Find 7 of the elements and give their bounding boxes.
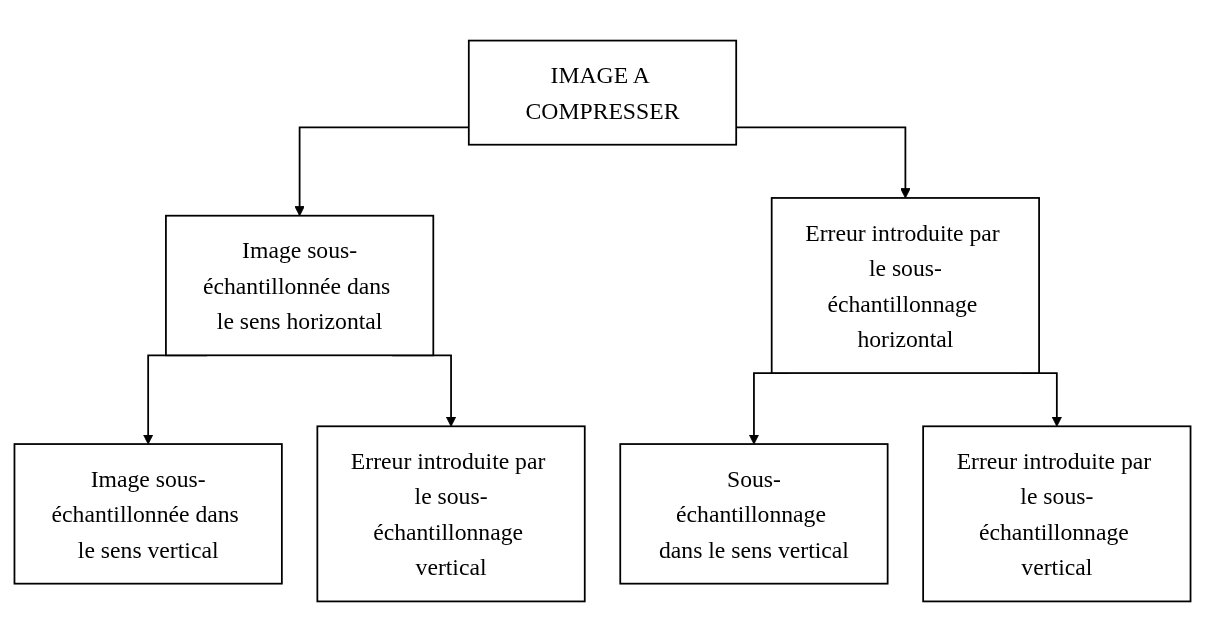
- node-box: Image sous-échantillonnée dans le sens vertical: [13, 443, 283, 585]
- node-box: Erreur introduite par le sous-échantillonnage vertical: [316, 425, 586, 603]
- node-box: Sous-échantillonnage dans le sens vertical: [619, 443, 889, 585]
- node-box: Erreur introduite par le sous-échantillonnage horizontal: [770, 197, 1040, 374]
- node-box: Image sous-échantillonnée dans le sens horizontal: [165, 214, 435, 357]
- node-box: IMAGE A COMPRESSER: [467, 39, 738, 146]
- node-box: Erreur introduite par le sous-échantillonnage vertical: [922, 425, 1192, 603]
